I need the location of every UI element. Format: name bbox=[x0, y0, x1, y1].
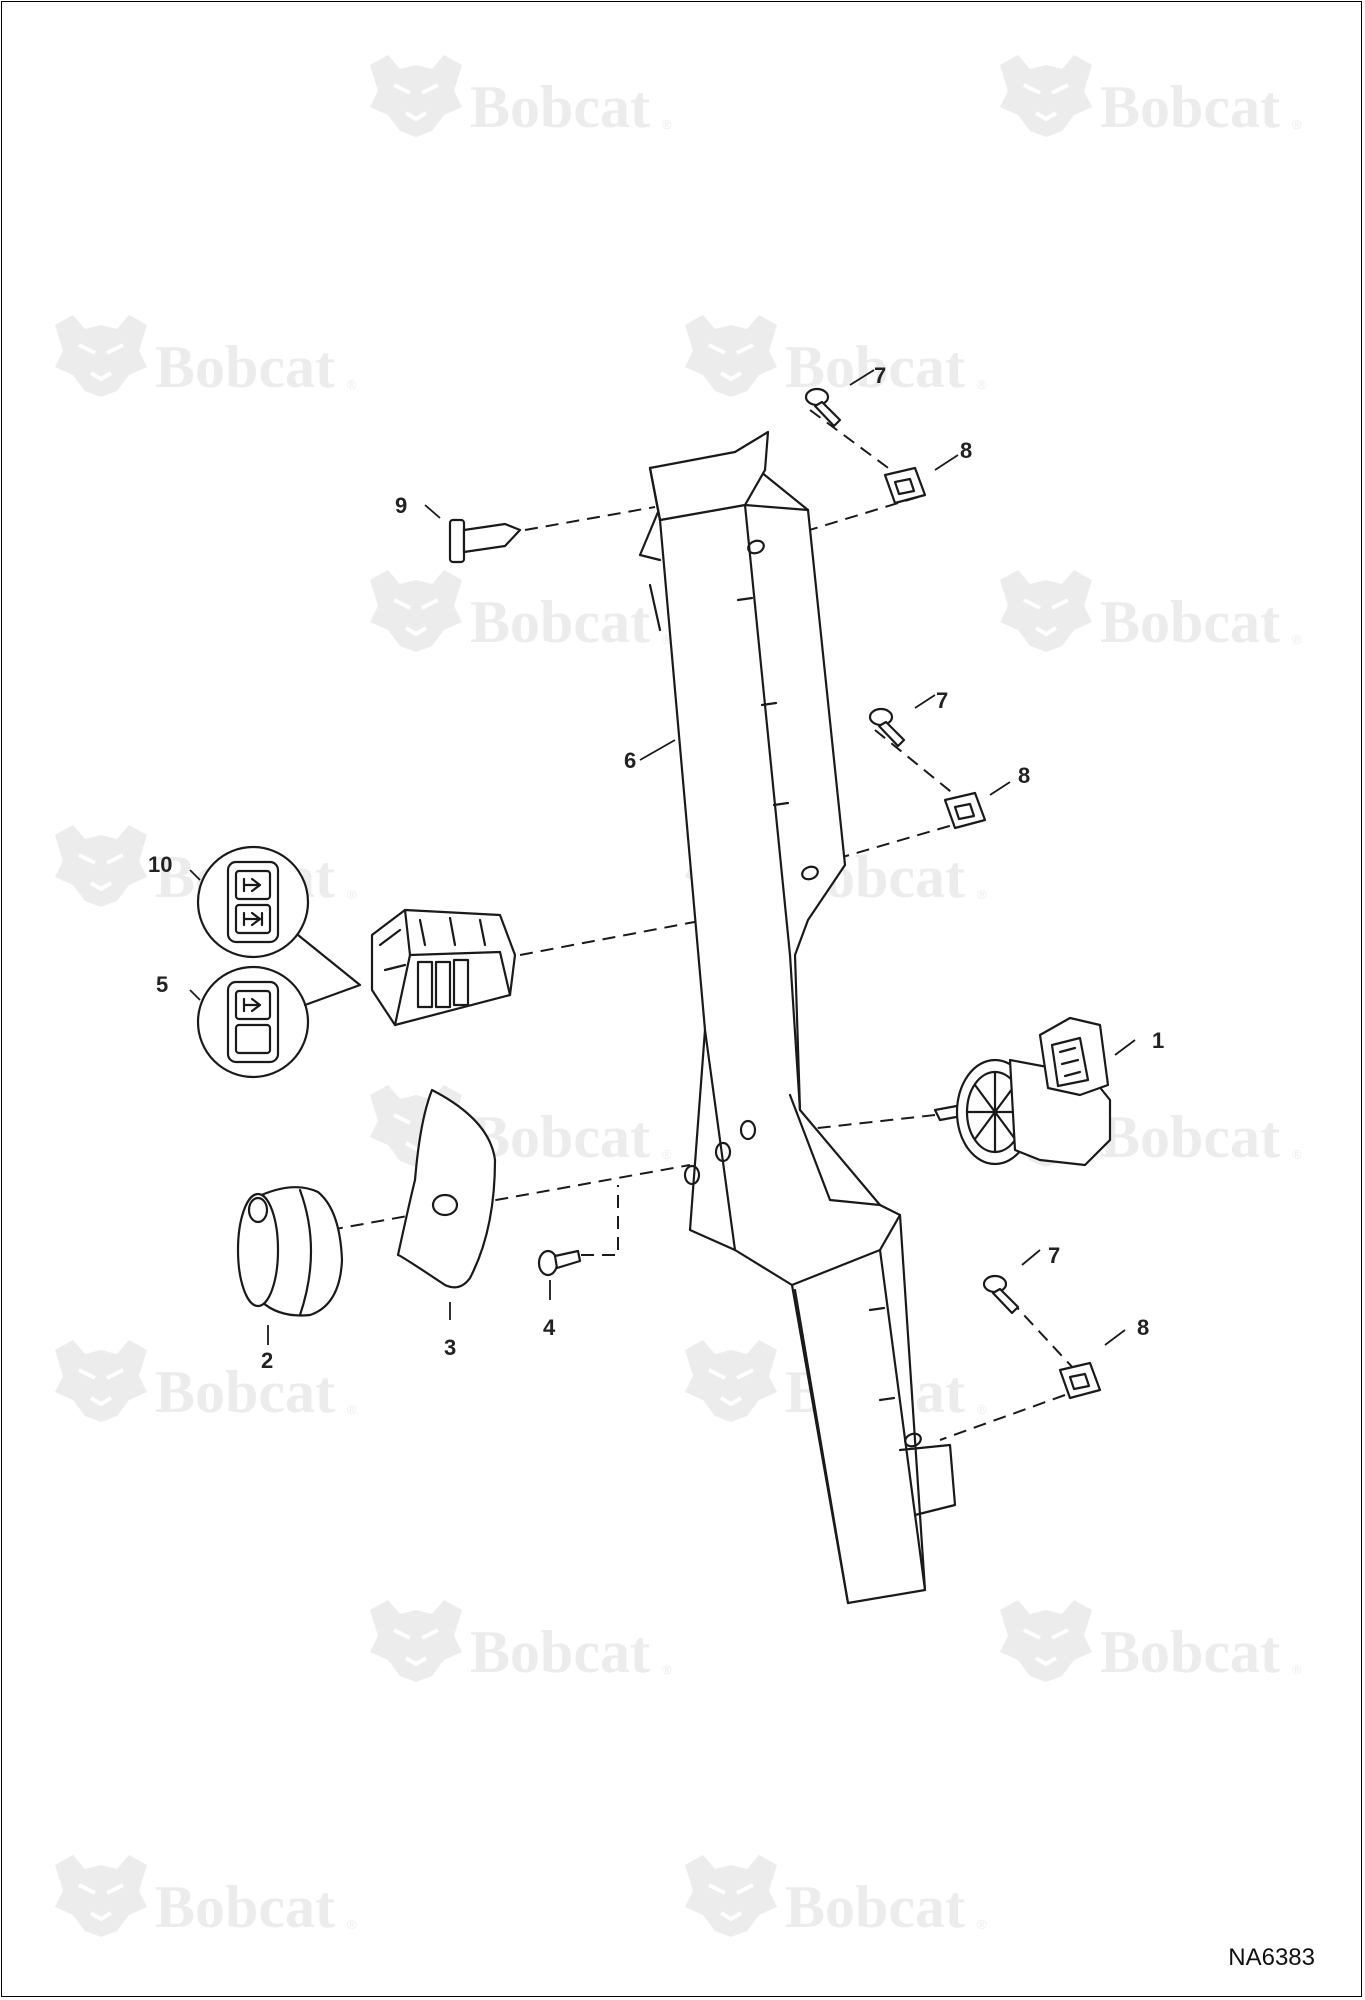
callout-8: 8 bbox=[960, 438, 972, 463]
callout-8: 8 bbox=[1137, 1315, 1149, 1340]
screw bbox=[982, 1274, 1020, 1315]
watermark: Bobcat ® bbox=[368, 53, 672, 140]
callout-7: 7 bbox=[936, 688, 948, 713]
svg-text:®: ® bbox=[347, 377, 357, 392]
svg-text:®: ® bbox=[977, 377, 987, 392]
svg-text:®: ® bbox=[662, 1147, 672, 1162]
watermark: Bobcat® bbox=[683, 313, 987, 400]
gasket bbox=[396, 1088, 497, 1289]
watermark: Bobcat ® bbox=[368, 1083, 672, 1170]
switch-option-5 bbox=[196, 965, 310, 1079]
callout-9: 9 bbox=[395, 493, 407, 518]
hydraulic-arrow-icon bbox=[242, 997, 262, 1013]
bobcat-head-icon bbox=[683, 1853, 779, 1939]
drawing-id-label: NA6383 bbox=[1228, 1944, 1315, 1971]
svg-text:Bobcat: Bobcat bbox=[155, 1874, 335, 1940]
callout-2: 2 bbox=[261, 1348, 273, 1373]
callout-7: 7 bbox=[1048, 1243, 1060, 1268]
clip-nut bbox=[1058, 1361, 1102, 1400]
hydraulic-arrow-icon bbox=[242, 877, 262, 893]
screw bbox=[537, 1249, 582, 1277]
callout-5: 5 bbox=[156, 972, 168, 997]
svg-text:®: ® bbox=[347, 887, 357, 902]
bobcat-head-icon bbox=[998, 568, 1094, 654]
svg-text:®: ® bbox=[977, 887, 987, 902]
bobcat-head-icon bbox=[368, 568, 464, 654]
svg-text:®: ® bbox=[662, 117, 672, 132]
svg-text:®: ® bbox=[1292, 1662, 1302, 1677]
svg-text:Bobcat: Bobcat bbox=[155, 334, 335, 400]
callout-8: 8 bbox=[1018, 763, 1030, 788]
switch-option-leader bbox=[296, 933, 362, 1007]
switch-option-10 bbox=[196, 845, 310, 959]
svg-text:Bobcat: Bobcat bbox=[470, 1619, 650, 1685]
clip-nut bbox=[883, 466, 927, 505]
knob bbox=[236, 1186, 344, 1317]
clip-nut bbox=[943, 791, 987, 830]
svg-text:®: ® bbox=[1292, 117, 1302, 132]
svg-text:Bobcat: Bobcat bbox=[155, 1359, 335, 1425]
push-pin bbox=[448, 518, 522, 564]
svg-text:Bobcat: Bobcat bbox=[1100, 589, 1280, 655]
callout-1: 1 bbox=[1152, 1028, 1164, 1053]
callout-10: 10 bbox=[148, 852, 172, 877]
bobcat-head-icon bbox=[998, 1598, 1094, 1684]
watermark: Bobcat ® bbox=[998, 568, 1302, 655]
svg-text:®: ® bbox=[1292, 1147, 1302, 1162]
mounting-bracket bbox=[638, 430, 957, 1605]
bobcat-head-icon bbox=[683, 313, 779, 399]
watermark: Bobcat ® bbox=[998, 1598, 1302, 1685]
screw bbox=[804, 387, 842, 428]
svg-text:®: ® bbox=[662, 1662, 672, 1677]
svg-text:®: ® bbox=[1292, 632, 1302, 647]
watermark: Bobcat ® bbox=[998, 1083, 1302, 1170]
watermark: Bobcat ® bbox=[53, 313, 357, 400]
callout-6: 6 bbox=[624, 748, 636, 773]
watermark: Bobcat ® bbox=[998, 53, 1302, 140]
watermark: Bobcat ® bbox=[683, 1853, 987, 1940]
svg-text:®: ® bbox=[347, 1402, 357, 1417]
callout-leaders bbox=[189, 369, 1136, 1346]
callout-7: 7 bbox=[874, 363, 886, 388]
bobcat-head-icon bbox=[368, 1598, 464, 1684]
watermark: Bobcat ® bbox=[368, 1598, 672, 1685]
bobcat-head-icon bbox=[53, 313, 149, 399]
svg-text:Bobcat: Bobcat bbox=[1100, 74, 1280, 140]
bobcat-head-icon bbox=[53, 1338, 149, 1424]
position-sensor bbox=[933, 1016, 1112, 1167]
svg-text:®: ® bbox=[977, 1402, 987, 1417]
callout-3: 3 bbox=[444, 1335, 456, 1360]
callout-4: 4 bbox=[543, 1315, 556, 1340]
svg-text:Bobcat: Bobcat bbox=[1100, 1619, 1280, 1685]
watermark: Bobcat ® bbox=[53, 1853, 357, 1940]
svg-text:Bobcat: Bobcat bbox=[470, 1104, 650, 1170]
hydraulic-arrow-icon bbox=[242, 911, 264, 927]
watermark: Bobcat ® bbox=[53, 1338, 357, 1425]
svg-text:®: ® bbox=[977, 1917, 987, 1932]
bobcat-head-icon bbox=[683, 1338, 779, 1424]
rocker-switch bbox=[370, 908, 517, 1027]
bobcat-head-icon bbox=[53, 1853, 149, 1939]
svg-text:Bobcat: Bobcat bbox=[785, 1874, 965, 1940]
svg-text:®: ® bbox=[347, 1917, 357, 1932]
svg-text:Bobcat: Bobcat bbox=[1100, 1104, 1280, 1170]
svg-text:Bobcat: Bobcat bbox=[470, 589, 650, 655]
callouts: 7 8 9 6 7 8 10 5 1 2 3 4 7 8 bbox=[148, 363, 1164, 1373]
bobcat-head-icon bbox=[368, 53, 464, 139]
screw bbox=[868, 707, 906, 748]
bobcat-head-icon bbox=[53, 823, 149, 909]
watermark: Bobcat ® bbox=[368, 568, 672, 655]
svg-text:Bobcat: Bobcat bbox=[470, 74, 650, 140]
bobcat-head-icon bbox=[998, 53, 1094, 139]
svg-text:®: ® bbox=[662, 632, 672, 647]
